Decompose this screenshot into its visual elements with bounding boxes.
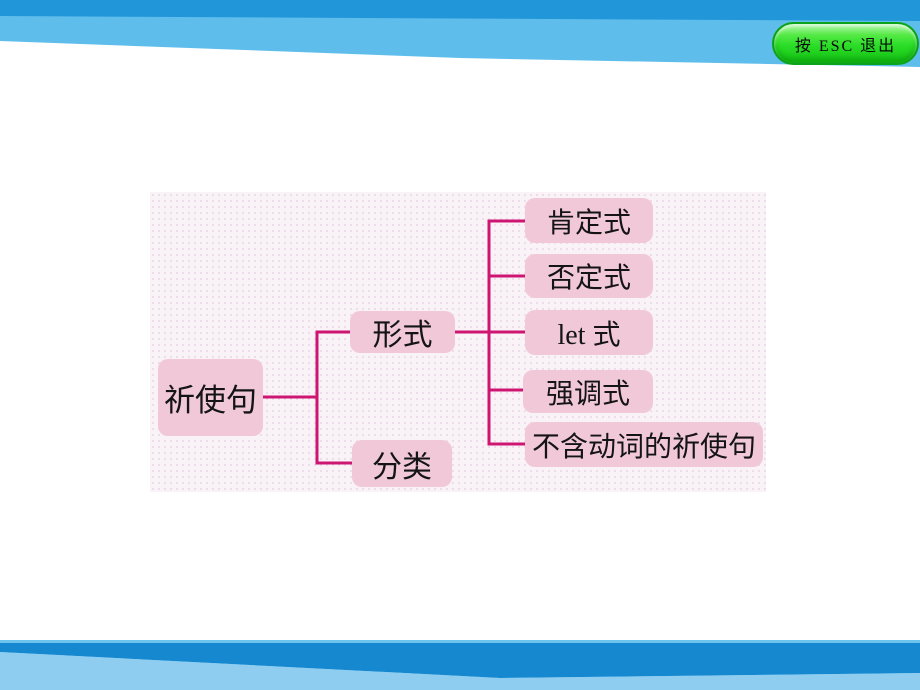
node-verbless-imperative: 不含动词的祈使句 [525, 422, 763, 467]
exit-button[interactable]: 按 ESC 退出 [772, 22, 919, 65]
node-negative-form: 否定式 [525, 254, 653, 298]
footer-band [0, 640, 920, 690]
node-let-form: let 式 [525, 310, 653, 355]
diagram-panel: 祈使句 形式 分类 肯定式 否定式 let 式 强调式 不含动词的祈使句 [150, 192, 766, 492]
node-classification: 分类 [352, 440, 452, 487]
node-emphatic-form: 强调式 [523, 370, 653, 413]
node-affirmative-form: 肯定式 [525, 198, 653, 243]
tree-connector-lines [262, 219, 527, 465]
node-form: 形式 [350, 311, 455, 353]
header-band [0, 0, 920, 67]
node-imperative-sentence: 祈使句 [158, 359, 263, 436]
exit-button-label: 按 ESC 退出 [794, 37, 897, 55]
